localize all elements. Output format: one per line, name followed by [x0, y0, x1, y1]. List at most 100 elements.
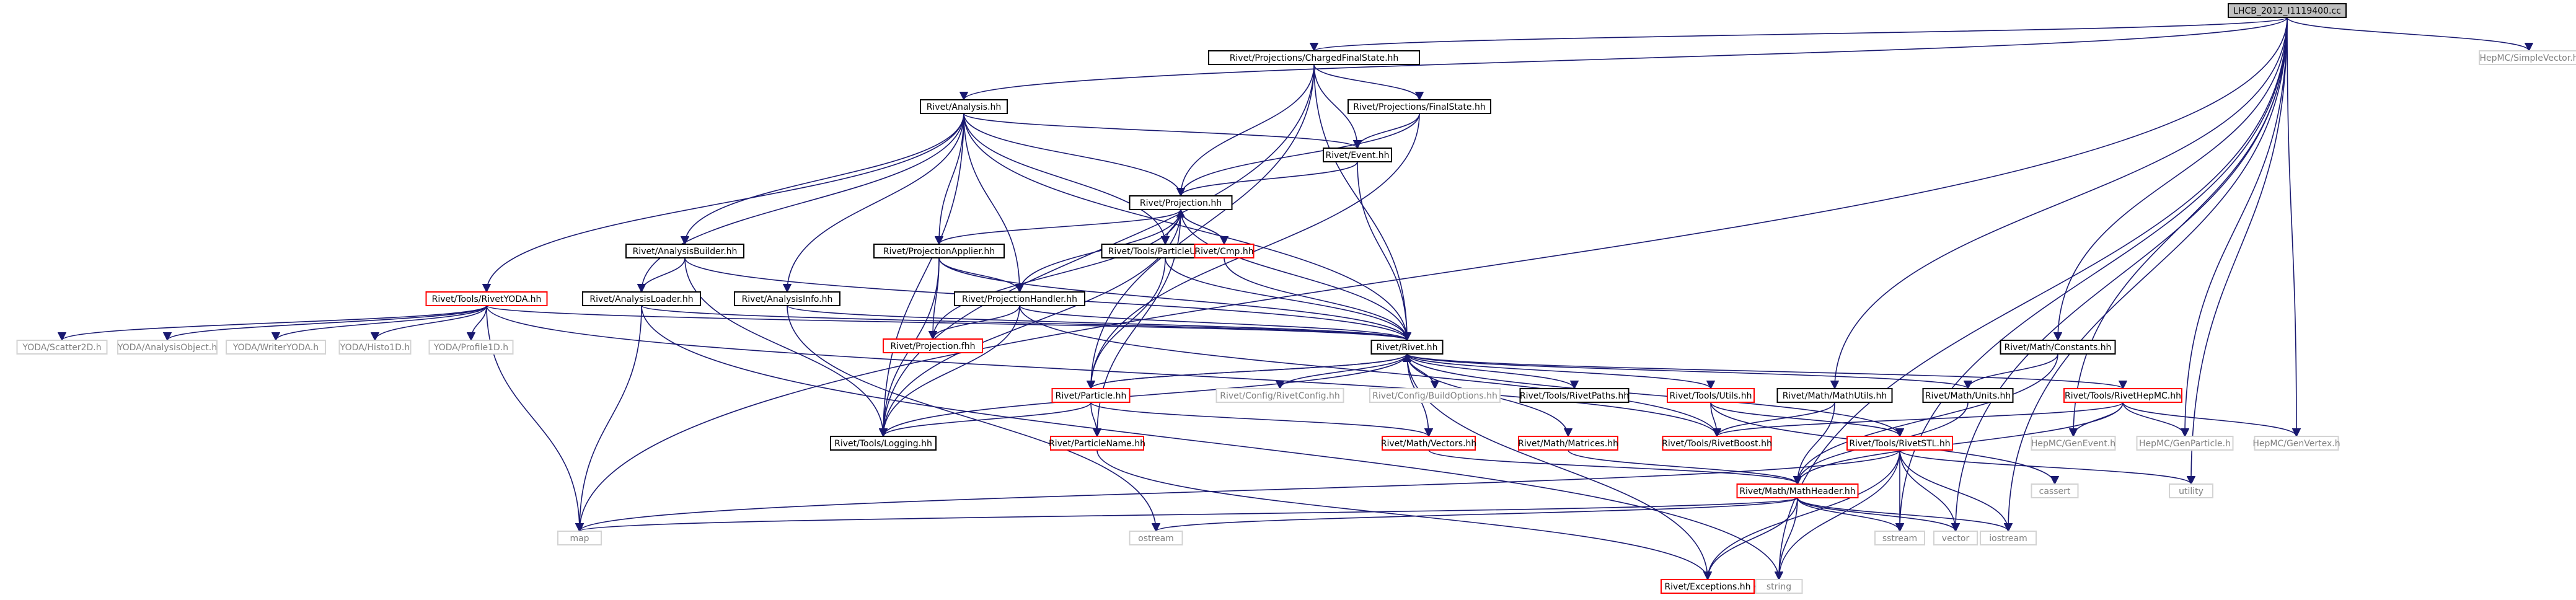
node-ostream: ostream: [1129, 531, 1183, 545]
node-box: [2031, 483, 2079, 498]
node-rivet-event-hh[interactable]: Rivet/Event.hh: [1323, 148, 1392, 162]
edge-fs-to-particle: [1086, 113, 1420, 390]
node-rivet-projection-hh[interactable]: Rivet/Projection.hh: [1129, 195, 1233, 210]
node-label: Rivet/Tools/RivetPaths.hh: [1520, 391, 1629, 401]
node-box: [1050, 436, 1144, 451]
node-box: [954, 291, 1085, 306]
node-box: [2479, 50, 2576, 65]
node-rivet-projections-finalstate-hh[interactable]: Rivet/Projections/FinalState.hh: [1348, 99, 1491, 114]
node-rivet-tools-rivethepmc-hh[interactable]: Rivet/Tools/RivetHepMC.hh: [2063, 388, 2182, 403]
node-rivet-particlename-hh[interactable]: Rivet/ParticleName.hh: [1049, 436, 1145, 451]
node-rivet-tools-utils-hh[interactable]: Rivet/Tools/Utils.hh: [1667, 388, 1755, 403]
node-label: HepMC/SimpleVector.h: [2479, 53, 2576, 63]
node-label: HepMC/GenEvent.h: [2031, 439, 2115, 449]
node-box: [1369, 388, 1501, 403]
edge-projhandler-to-rivethh: [1019, 305, 1411, 342]
node-rivet-tools-rivetstl-hh[interactable]: Rivet/Tools/RivetSTL.hh: [1846, 436, 1953, 451]
node-label: Rivet/Tools/Utils.hh: [1670, 391, 1752, 401]
node-box: [1661, 579, 1755, 594]
edge-rivethepmc-to-genparticle: [2122, 402, 2190, 438]
node-label: Rivet/Math/MathUtils.hh: [1783, 391, 1887, 401]
node-rivet-math-mathheader-hh[interactable]: Rivet/Math/MathHeader.hh: [1736, 483, 1859, 498]
node-box: [1348, 99, 1491, 114]
node-rivet-analysisbuilder-hh[interactable]: Rivet/AnalysisBuilder.hh: [625, 244, 744, 258]
edge-rivetyoda-to-rivetboost: [486, 305, 1721, 438]
edge-rivetstl-to-string: [1774, 449, 1900, 581]
edge-rivethh-to-rivetconfig: [1275, 353, 1408, 390]
node-label: Rivet/Config/BuildOptions.hh: [1372, 391, 1498, 401]
node-rivet-tools-rivetpaths-hh[interactable]: Rivet/Tools/RivetPaths.hh: [1519, 388, 1630, 403]
edge-particle-to-logging: [878, 402, 1092, 438]
node-box: [1922, 388, 2014, 403]
edge-projection-to-projapplier: [934, 209, 1181, 245]
node-yoda-profile1d-h: YODA/Profile1D.h: [428, 340, 514, 355]
node-box: [734, 291, 840, 306]
edge-lhcb-to-iostream: [2003, 17, 2288, 532]
node-rivet-projectionhandler-hh[interactable]: Rivet/ProjectionHandler.hh: [954, 291, 1085, 306]
node-yoda-histo1d-h: YODA/Histo1D.h: [338, 340, 412, 355]
edge-lhcb-to-simplevector: [2287, 17, 2534, 52]
edge-analysis-to-analysisinfo: [782, 113, 964, 293]
edge-lhcb-to-cfs: [1310, 17, 2288, 52]
node-box: [16, 340, 108, 355]
node-box: [2031, 436, 2116, 451]
node-hepmc-genevent-h: HepMC/GenEvent.h: [2031, 436, 2116, 451]
edge-rivetstl-to-utility: [1899, 449, 2195, 485]
node-label: Rivet/Math/MathHeader.hh: [1739, 487, 1855, 496]
edge-rivethepmc-to-mathheader: [1793, 402, 2124, 485]
node-rivet-math-vectors-hh[interactable]: Rivet/Math/Vectors.hh: [1381, 436, 1477, 451]
node-box: [873, 244, 1005, 258]
node-rivet-math-units-hh[interactable]: Rivet/Math/Units.hh: [1922, 388, 2014, 403]
node-rivet-tools-logging-hh[interactable]: Rivet/Tools/Logging.hh: [830, 436, 937, 451]
node-label: Rivet/AnalysisInfo.hh: [742, 294, 833, 304]
node-rivet-projections-chargedfinalstate-hh[interactable]: Rivet/Projections/ChargedFinalState.hh: [1208, 50, 1420, 65]
node-label: iostream: [1989, 534, 2027, 544]
node-box: [117, 340, 218, 355]
edge-rivetstl-to-vector: [1899, 449, 1961, 532]
edge-rivetyoda-to-histo1d: [370, 305, 487, 342]
edge-particle-to-particlename: [1090, 402, 1102, 438]
node-lhcb-2012-i1119400-cc[interactable]: LHCB_2012_I1119400.cc: [2228, 3, 2347, 18]
node-rivet-cmp-hh[interactable]: Rivet/Cmp.hh: [1194, 244, 1255, 258]
node-rivet-rivet-hh[interactable]: Rivet/Rivet.hh: [1370, 340, 1444, 355]
node-label: Rivet/Projections/ChargedFinalState.hh: [1230, 53, 1399, 63]
node-label: Rivet/Tools/RivetYODA.hh: [432, 294, 542, 304]
node-label: HepMC/GenVertex.h: [2252, 439, 2340, 449]
node-box: [1667, 388, 1755, 403]
node-rivet-projectionapplier-hh[interactable]: Rivet/ProjectionApplier.hh: [873, 244, 1005, 258]
node-rivet-analysisloader-hh[interactable]: Rivet/AnalysisLoader.hh: [582, 291, 701, 306]
node-rivet-exceptions-hh[interactable]: Rivet/Exceptions.hh: [1661, 579, 1755, 594]
edge-analysis-to-logging: [878, 113, 964, 438]
node-hepmc-genparticle-h: HepMC/GenParticle.h: [2136, 436, 2234, 451]
edge-mathconstants-to-mathunits: [1963, 353, 2058, 390]
edge-analysisloader-to-rivethh: [641, 305, 1411, 342]
node-rivet-tools-rivetyoda-hh[interactable]: Rivet/Tools/RivetYODA.hh: [425, 291, 548, 306]
node-label: YODA/Scatter2D.h: [22, 343, 101, 353]
node-rivet-analysisinfo-hh[interactable]: Rivet/AnalysisInfo.hh: [734, 291, 840, 306]
edge-rivethepmc-to-rivetboost: [1713, 402, 2124, 438]
node-label: Rivet/Cmp.hh: [1194, 247, 1253, 257]
node-label: Rivet/Event.hh: [1325, 151, 1389, 161]
node-rivet-particle-hh[interactable]: Rivet/Particle.hh: [1051, 388, 1131, 403]
node-rivet-math-mathutils-hh[interactable]: Rivet/Math/MathUtils.hh: [1776, 388, 1893, 403]
edge-cmp-to-projection: [1176, 208, 1225, 245]
node-label: Rivet/Math/Units.hh: [1925, 391, 2011, 401]
edge-lhcb-to-utility: [2186, 17, 2288, 485]
edge-rivethepmc-to-genvertex: [2122, 402, 2301, 438]
node-rivet-projection-fhh[interactable]: Rivet/Projection.fhh: [883, 338, 983, 353]
node-rivet-tools-rivetboost-hh[interactable]: Rivet/Tools/RivetBoost.hh: [1662, 436, 1772, 451]
node-rivet-math-matrices-hh[interactable]: Rivet/Math/Matrices.hh: [1518, 436, 1618, 451]
edge-rivetstl-to-exceptions: [1703, 449, 1900, 581]
edge-lhcb-to-map: [575, 17, 2288, 532]
edge-rivetstl-to-map: [575, 449, 1900, 532]
node-rivet-analysis-hh[interactable]: Rivet/Analysis.hh: [920, 99, 1008, 114]
edge-lhcb-to-analysis: [959, 17, 2288, 101]
node-label: Rivet/AnalysisLoader.hh: [589, 294, 693, 304]
edge-rivethepmc-to-genevent: [2068, 402, 2124, 438]
edge-rivethh-to-rivetstl: [1406, 353, 1905, 438]
node-box: [2136, 436, 2234, 451]
node-rivet-math-constants-hh[interactable]: Rivet/Math/Constants.hh: [2000, 340, 2116, 355]
node-label: Rivet/Tools/RivetHepMC.hh: [2065, 391, 2181, 401]
edge-particle-to-rivethh: [1090, 353, 1411, 389]
